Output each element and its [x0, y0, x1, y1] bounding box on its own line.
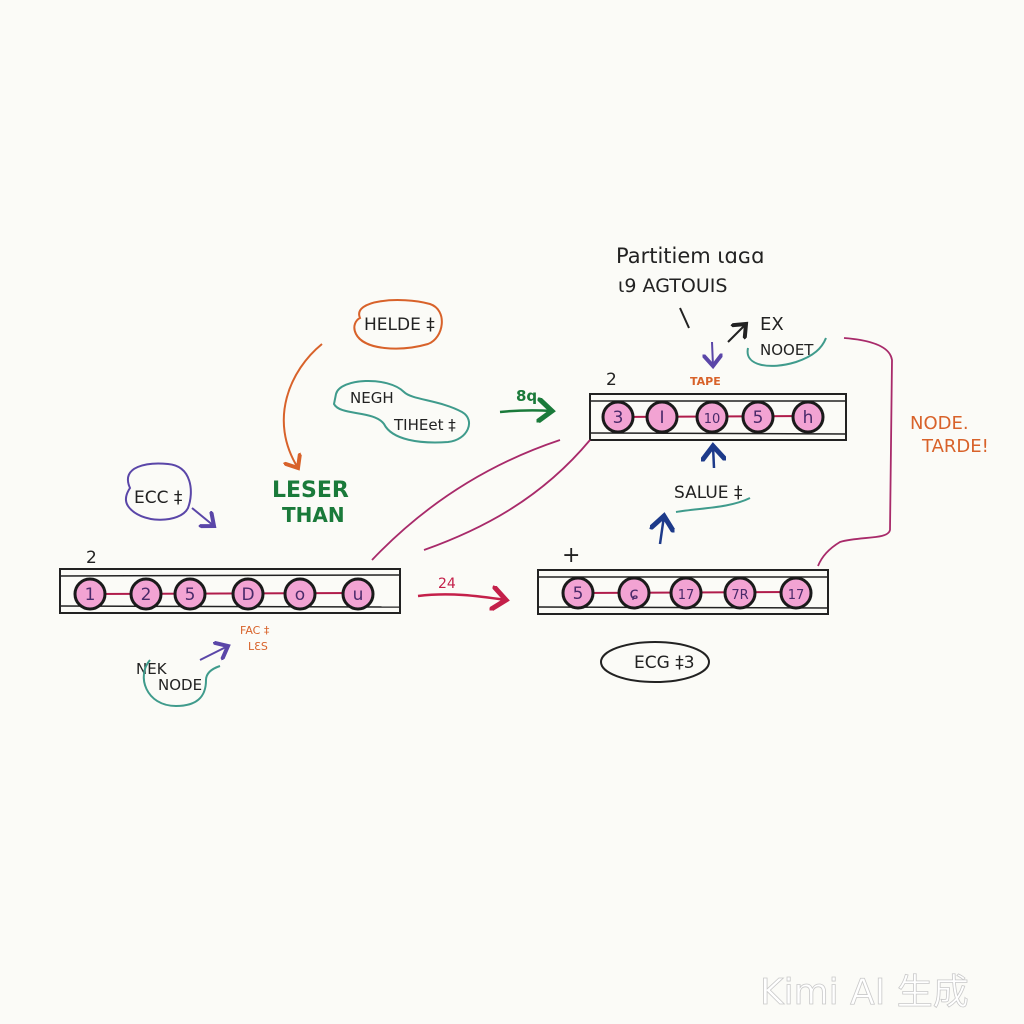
array-node-label: u: [353, 585, 364, 605]
ex-node-scribble: [746, 337, 827, 367]
curve-left-to-top: [371, 439, 561, 561]
nooet-text: NOOET: [760, 341, 814, 359]
ex-arrow: [727, 324, 746, 343]
array-node: [173, 577, 207, 611]
array-left-frame: [59, 568, 401, 614]
array-node: [669, 576, 703, 610]
lts-text: LƐS: [248, 640, 268, 653]
salue-underline: [675, 497, 751, 513]
array-node-label: 2: [141, 585, 152, 605]
array-node: [561, 576, 595, 610]
helde-bubble: [353, 299, 443, 350]
array-node-label: 17: [788, 588, 805, 603]
array-node: [129, 577, 163, 611]
array-top-right-nodes: 3 I 10 5 h: [601, 400, 825, 434]
ex-text: EX: [760, 314, 784, 335]
array-left-label: 2: [86, 548, 97, 568]
tape-arrow: [712, 341, 713, 366]
array-top-right-inner-bottom: [589, 432, 847, 435]
nek-scribble: [142, 659, 221, 708]
title-tick: [679, 307, 690, 329]
array-left-inner-bottom: [59, 605, 401, 608]
tape-text: TAPE: [690, 375, 721, 388]
ecc-circle: [124, 462, 192, 521]
leser-arrow: [282, 343, 323, 468]
ecg-text: ECG ‡3: [634, 653, 695, 673]
negh-text: NEGH: [350, 389, 394, 407]
node-tarde-1: NODE.: [910, 413, 969, 434]
node-tarde-2: TARDE!: [921, 436, 989, 457]
array-bottom-right-label: +: [562, 543, 580, 568]
array-node: [695, 400, 729, 434]
leser-text: LESER: [272, 478, 349, 503]
array-node-label: 5: [753, 408, 764, 428]
tiheet-text: TIHEet ‡: [393, 416, 456, 434]
title-line-1: Partitiem ɩɑɢɑ: [616, 244, 764, 268]
array-node-label: 5: [185, 585, 196, 605]
curve-right-loop: [817, 337, 893, 567]
salue-lower-arrow: [660, 516, 664, 545]
array-bottom-right-nodes: 5 ɕ 17 7R 17: [561, 576, 813, 610]
array-node: [283, 577, 317, 611]
helde-text: HELDE ‡: [364, 315, 435, 335]
title-line-2: ɩ9 AGTOUIS: [618, 275, 727, 297]
arrow-8q-label: 8q: [516, 387, 537, 405]
array-node: [723, 576, 757, 610]
negh-cloud: [332, 380, 470, 444]
arrow-24: [417, 594, 506, 600]
ecc-arrow: [191, 507, 214, 526]
ecc-text: ECC ‡: [134, 488, 183, 508]
array-node: [741, 400, 775, 434]
array-node-label: 3: [613, 408, 624, 428]
array-node: [231, 577, 265, 611]
watermark-text: Kimi AI 生成: [760, 972, 969, 1013]
salue-text: SALUE ‡: [674, 483, 743, 503]
array-top-right: 2 3 I 10 5 h: [589, 370, 847, 441]
array-left-inner-top: [59, 574, 401, 577]
array-node-label: h: [803, 408, 814, 428]
array-node-label: o: [295, 585, 305, 605]
than-text: THAN: [282, 503, 345, 527]
array-bottom-right: + 5 ɕ 17 7R 17: [537, 543, 829, 615]
arrow-8q: [499, 410, 552, 412]
array-node: [601, 400, 635, 434]
ecg-oval: [600, 641, 710, 683]
array-node-label: D: [241, 585, 254, 605]
array-node-label: ɕ: [629, 584, 638, 604]
array-node-label: 7R: [731, 588, 748, 603]
array-node: [779, 576, 813, 610]
array-node-label: 5: [573, 584, 584, 604]
array-node-label: 1: [85, 585, 96, 605]
node-text: NODE: [158, 676, 202, 694]
array-node-label: 10: [704, 412, 721, 427]
array-top-right-label: 2: [606, 370, 617, 390]
array-node: [73, 577, 107, 611]
array-node: [791, 400, 825, 434]
curve-left-to-top-2: [423, 439, 591, 551]
arrow-24-label: 24: [438, 576, 456, 592]
array-node-label: 17: [678, 588, 695, 603]
array-node: [617, 576, 651, 610]
nek-arrow: [199, 646, 228, 661]
array-node: [645, 400, 679, 434]
array-node-label: I: [659, 408, 664, 428]
array-bottom-right-frame: [537, 569, 829, 615]
salue-up-arrow: [713, 446, 714, 469]
array-node: [341, 577, 375, 611]
array-top-right-frame: [589, 393, 847, 441]
fac-text: FAC ‡: [240, 624, 270, 637]
